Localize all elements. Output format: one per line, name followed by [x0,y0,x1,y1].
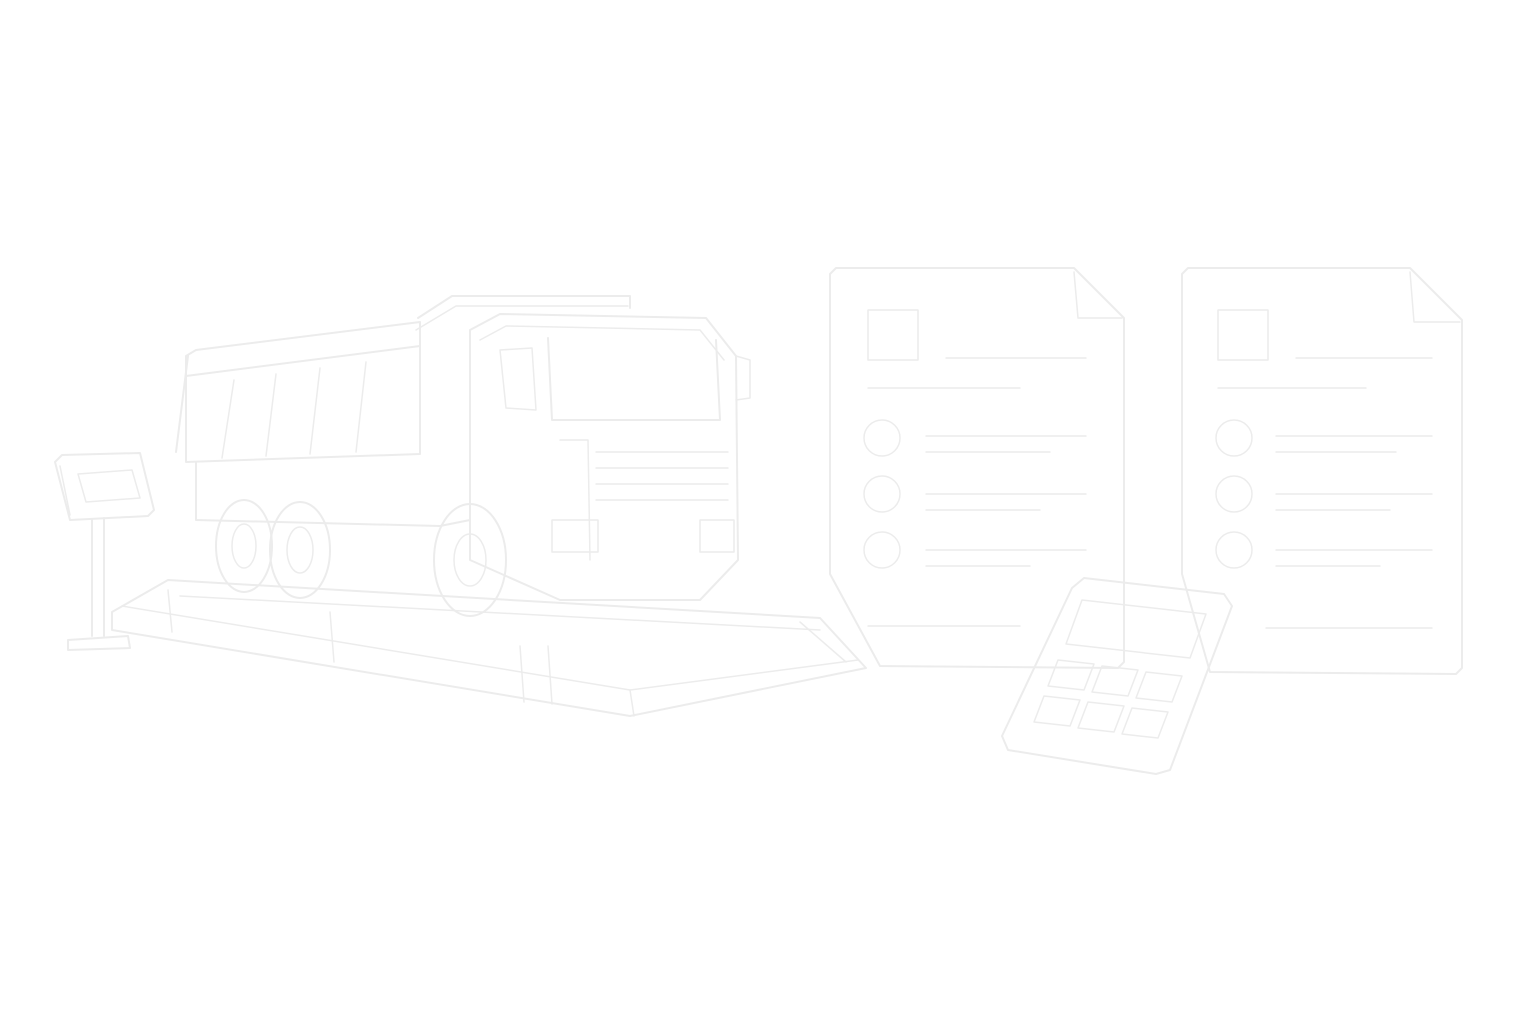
document-form-icon [829,267,1125,669]
weight-indicator-terminal-icon [54,452,155,651]
dump-truck-icon [175,295,751,617]
weighbridge-scale-icon [111,579,867,717]
calculator-icon [1001,577,1233,775]
document-form-icon [1181,267,1463,675]
